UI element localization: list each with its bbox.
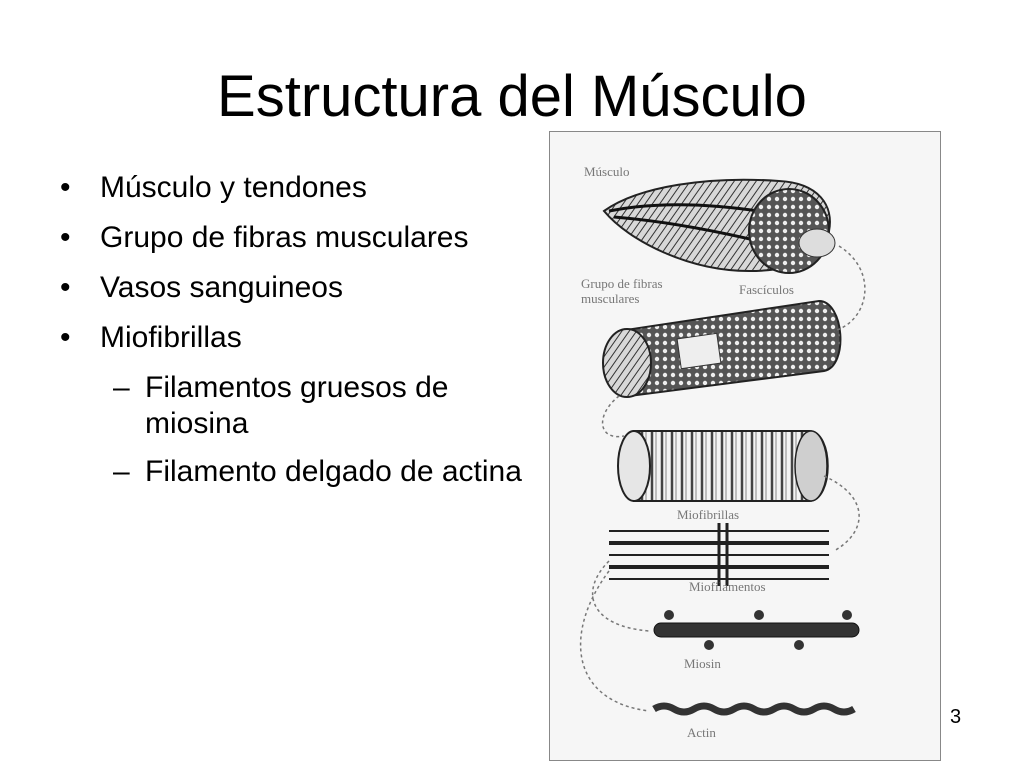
sub-bullet-mark: –: [113, 455, 130, 488]
connector-lines: [579, 245, 866, 712]
bullet-list: • Músculo y tendones • Grupo de fibras m…: [58, 170, 538, 502]
bullet-mark: •: [60, 271, 71, 304]
label-grupo-line1: Grupo de fibras: [581, 276, 663, 291]
myosin-filament-illustration: [653, 610, 860, 650]
bullet-item: • Músculo y tendones: [58, 170, 538, 206]
bullet-text: Vasos sanguineos: [100, 271, 343, 304]
myofilaments-illustration: [609, 523, 829, 586]
bullet-text: Grupo de fibras musculares: [100, 221, 469, 254]
slide-title: Estructura del Músculo: [217, 64, 807, 129]
muscle-illustration: [602, 178, 836, 274]
sub-bullet-item: – Filamentos gruesos de miosina: [58, 370, 538, 442]
bullet-text: Músculo y tendones: [100, 171, 367, 204]
bullet-item: • Vasos sanguineos: [58, 270, 538, 306]
label-grupo-line2: musculares: [581, 291, 639, 306]
bullet-item: • Miofibrillas: [58, 320, 538, 356]
bullet-mark: •: [60, 171, 71, 204]
label-musculo: Músculo: [584, 164, 630, 179]
sub-bullet-text: Filamento delgado de actina: [145, 455, 522, 488]
label-fasciculos: Fascículos: [739, 282, 794, 297]
slide-number: 3: [950, 706, 962, 728]
bullet-mark: •: [60, 221, 71, 254]
sub-bullet-item: – Filamento delgado de actina: [58, 454, 538, 490]
fascicle-bundle-illustration: [602, 299, 842, 398]
sub-bullet-text: Filamentos gruesos de miosina: [145, 371, 449, 440]
label-miosin: Miosin: [684, 656, 721, 671]
bullet-mark: •: [60, 321, 71, 354]
sub-bullet-mark: –: [113, 371, 130, 404]
muscle-structure-figure: Músculo Grupo de fibras musculares Fascí…: [549, 131, 941, 761]
label-miofibrillas: Miofibrillas: [677, 507, 739, 522]
bullet-text: Miofibrillas: [100, 321, 242, 354]
actin-filament-illustration: [652, 702, 856, 716]
label-miofilamentos: Miofilamentos: [689, 579, 766, 594]
bullet-item: • Grupo de fibras musculares: [58, 220, 538, 256]
label-actin: Actin: [687, 725, 716, 740]
myofibril-illustration: [617, 430, 829, 502]
